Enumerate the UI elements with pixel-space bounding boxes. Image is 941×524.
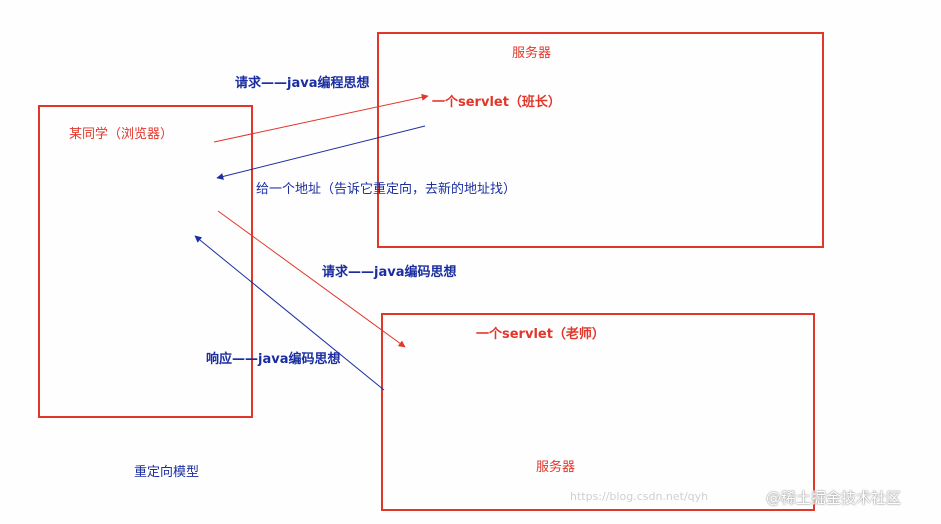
- server1-title: 服务器: [512, 46, 552, 61]
- servlet1-label: 一个servlet（班长）: [432, 95, 561, 110]
- redirect-label: 给一个地址（告诉它重定向，去新的地址找）: [256, 182, 517, 197]
- request2-label: 请求——java编码思想: [322, 265, 457, 280]
- request1-label: 请求——java编程思想: [235, 76, 370, 91]
- response-arrow: [194, 235, 385, 391]
- server2-title: 服务器: [536, 460, 576, 475]
- csdn-watermark: https://blog.csdn.net/qyh: [570, 490, 709, 503]
- browser-label: 某同学（浏览器）: [69, 127, 174, 142]
- server2-box: [381, 313, 815, 511]
- request1-arrow: [213, 93, 429, 143]
- servlet2-label: 一个servlet（老师）: [476, 327, 605, 342]
- diagram-caption: 重定向模型: [134, 465, 200, 480]
- juejin-credit: @稀土掘金技术社区: [766, 489, 902, 507]
- server1-box: [377, 32, 824, 248]
- browser-box: [38, 105, 253, 418]
- redirect-arrow: [216, 125, 426, 180]
- request2-arrow: [217, 210, 406, 348]
- response-label: 响应——java编码思想: [206, 352, 341, 367]
